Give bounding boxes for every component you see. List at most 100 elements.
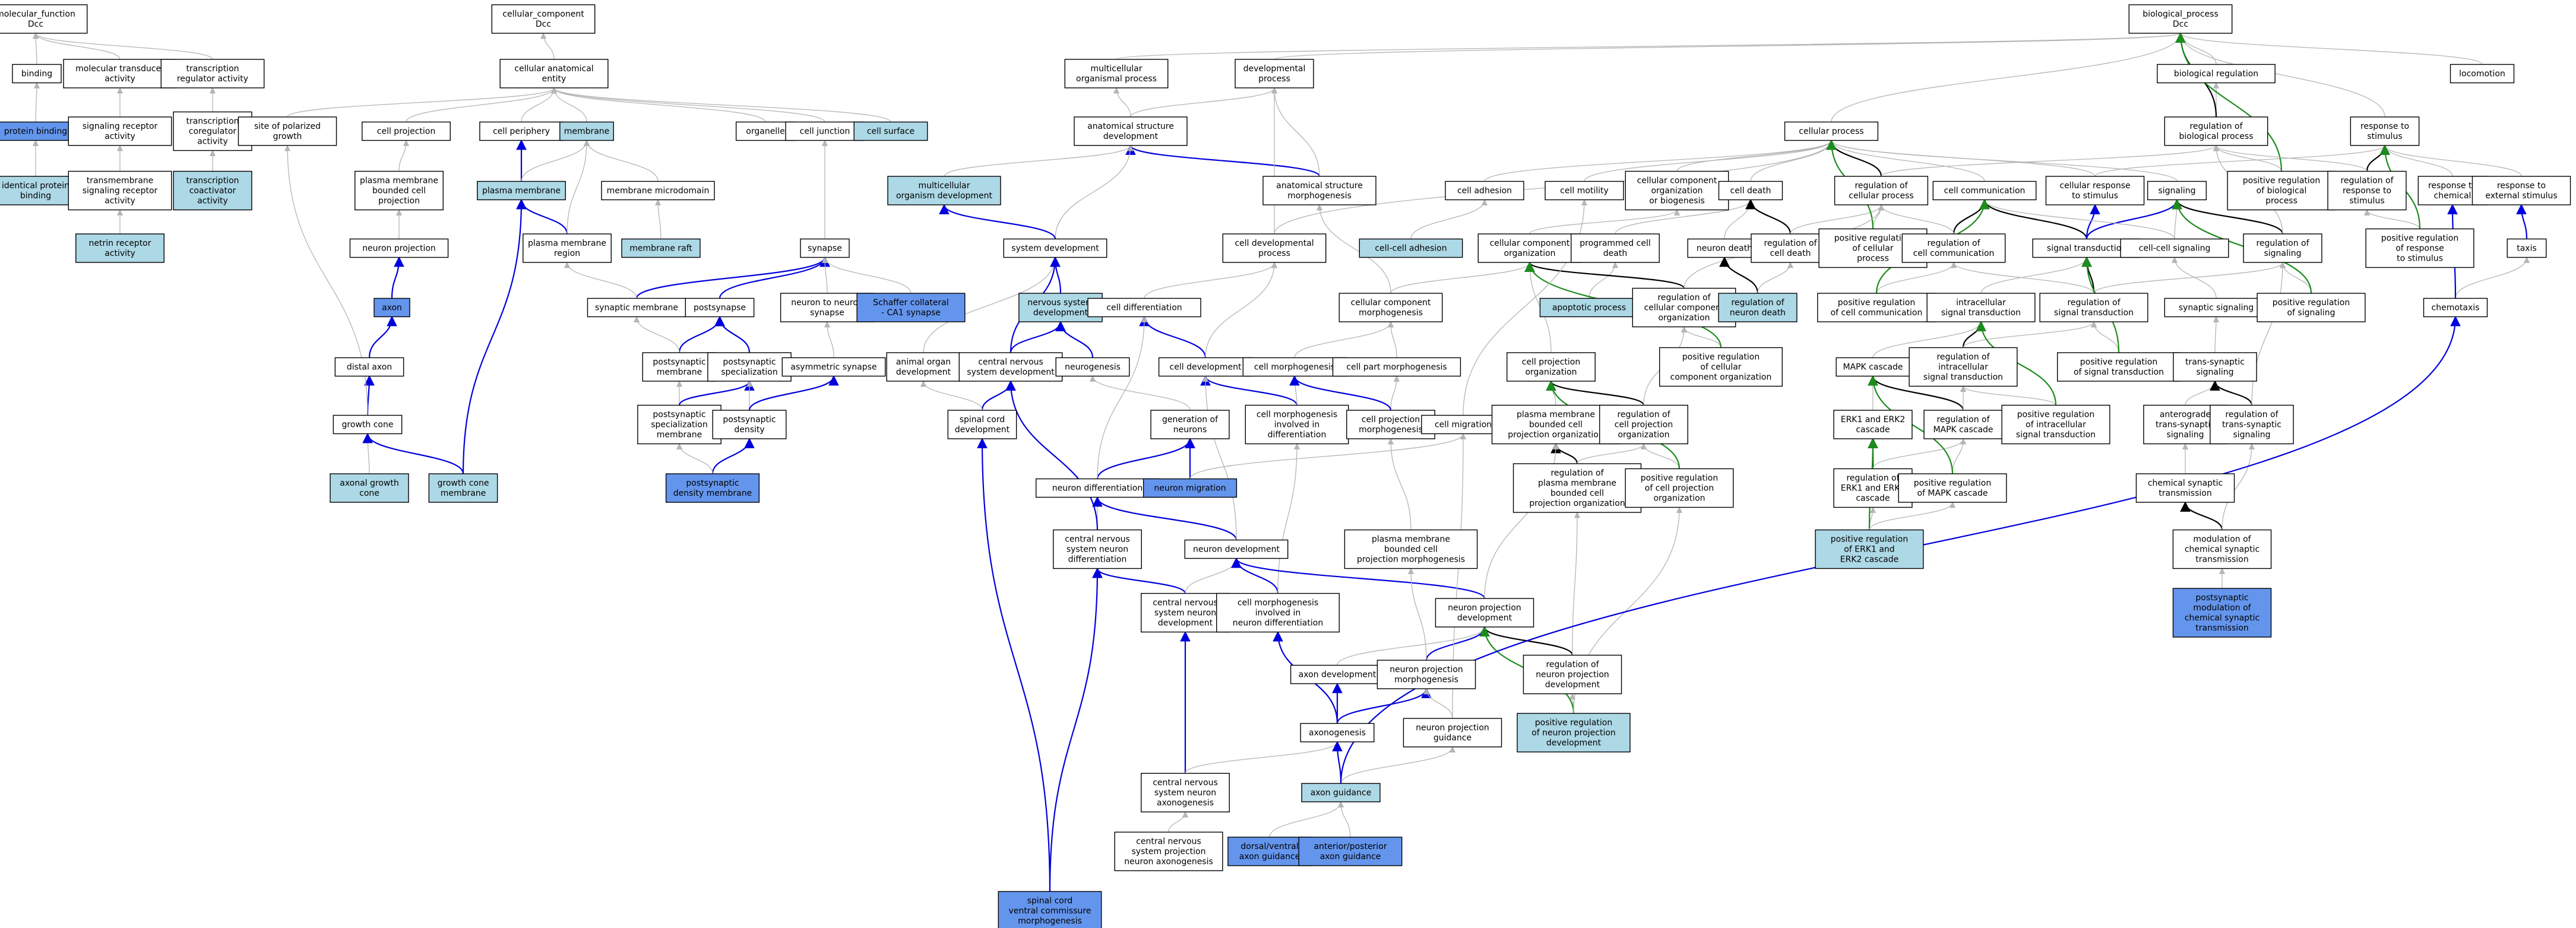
- term-node-pm[interactable]: plasma membrane: [477, 180, 566, 201]
- term-node-schaffer[interactable]: Schaffer collateral- CA1 synapse: [856, 293, 966, 322]
- term-node-synapse[interactable]: synapse: [800, 238, 850, 258]
- term-node-chemotaxis[interactable]: chemotaxis: [2423, 297, 2488, 318]
- term-node-postsyn[interactable]: postsynapse: [685, 297, 755, 318]
- term-node-signaling[interactable]: signaling: [2147, 180, 2207, 201]
- term-node-celldev[interactable]: cell development: [1158, 357, 1253, 377]
- term-node-ccadh[interactable]: cell-cell adhesion: [1359, 238, 1463, 258]
- term-node-ccsig[interactable]: cell-cell signaling: [2120, 238, 2229, 258]
- term-node-cmig[interactable]: cell migration: [1421, 414, 1505, 435]
- term-node-cellp[interactable]: cellular process: [1784, 121, 1879, 141]
- term-node-nmig[interactable]: neuron migration: [1143, 478, 1238, 498]
- term-node-cmot[interactable]: cell motility: [1545, 180, 1624, 201]
- term-node-protbind[interactable]: protein binding: [0, 121, 80, 141]
- term-node-binding[interactable]: binding: [12, 64, 62, 84]
- term-node-ccomm[interactable]: cell communication: [1932, 180, 2037, 201]
- term-node-bioreg[interactable]: biological regulation: [2157, 64, 2276, 84]
- term-node-cpm[interactable]: cell part morphogenesis: [1332, 357, 1461, 377]
- term-node-cdiff[interactable]: cell differentiation: [1087, 297, 1201, 318]
- term-node-mmicro[interactable]: membrane microdomain: [601, 180, 715, 201]
- term-node-cadh[interactable]: cell adhesion: [1445, 180, 1524, 201]
- term-node-gcone[interactable]: growth cone: [333, 414, 403, 435]
- term-node-ndeath[interactable]: neuron death: [1687, 238, 1762, 258]
- term-node-cperiph[interactable]: cell periphery: [479, 121, 564, 141]
- term-node-distal[interactable]: distal axon: [334, 357, 404, 377]
- term-node-locomotion[interactable]: locomotion: [2450, 64, 2515, 84]
- term-node-cdeath[interactable]: cell death: [1718, 180, 1783, 201]
- term-node-sysdev[interactable]: system development: [1003, 238, 1107, 258]
- term-node-organelle[interactable]: organelle: [735, 121, 796, 141]
- term-node-axg[interactable]: axon guidance: [1301, 783, 1381, 803]
- term-node-cproj[interactable]: cell projection: [362, 121, 451, 141]
- term-node-mapk[interactable]: MAPK cascade: [1836, 357, 1910, 377]
- term-node-nproj[interactable]: neuron projection: [349, 238, 449, 258]
- term-node-membrane[interactable]: membrane: [559, 121, 614, 141]
- term-node-csurface[interactable]: cell surface: [853, 121, 928, 141]
- term-node-ndev[interactable]: neuron development: [1184, 539, 1289, 559]
- term-node-axonogen[interactable]: axonogenesis: [1300, 723, 1375, 743]
- term-node-synsig[interactable]: synaptic signaling: [2164, 297, 2268, 318]
- term-node-taxis[interactable]: taxis: [2507, 238, 2547, 258]
- term-node-axdev[interactable]: axon development: [1290, 664, 1385, 685]
